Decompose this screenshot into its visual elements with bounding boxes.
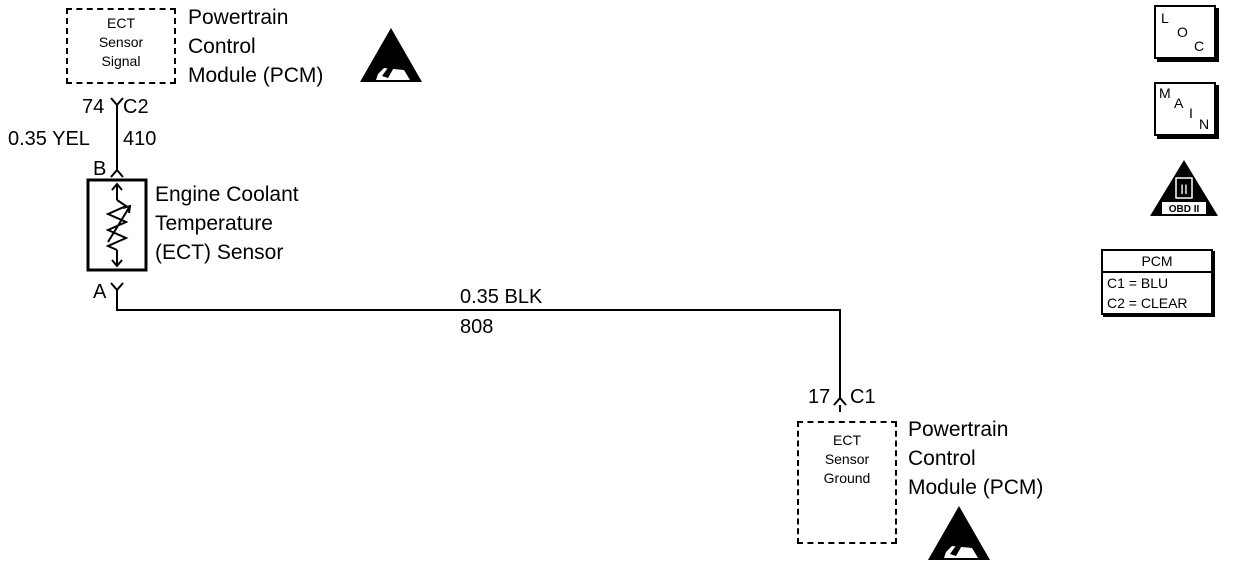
pcm-bottom-name-line-1: Powertrain <box>908 418 1009 441</box>
pcm-bottom-box-line-3: Ground <box>823 470 871 486</box>
pcm-top-connector: C2 <box>123 96 149 118</box>
loc-letter-o: O <box>1177 24 1188 40</box>
obd-ii-numeral: II <box>1180 181 1188 197</box>
wire-808 <box>116 290 841 398</box>
ect-sensor-name: Engine Coolant Temperature (ECT) Sensor <box>155 180 299 267</box>
pcm-top-name-line-1: Powertrain <box>188 6 289 29</box>
terminal-a-symbol <box>110 282 124 292</box>
main-letter-a: A <box>1174 95 1184 111</box>
pcm-table-row: C1 = BLU <box>1107 275 1169 291</box>
wire-808-circuit: 808 <box>460 316 494 338</box>
connector-c1-symbol <box>833 396 847 406</box>
obd-ii-icon: II OBD II <box>1150 160 1218 216</box>
pcm-bottom-box-line-1: ECT <box>833 432 861 448</box>
pcm-top-box-label: ECT Sensor Signal <box>66 14 176 71</box>
pcm-top-box-line-3: Signal <box>101 53 141 69</box>
obd-ii-label: OBD II <box>1169 204 1200 215</box>
main-letter-m: M <box>1159 85 1171 101</box>
wire-410-color: 0.35 YEL <box>8 128 90 150</box>
pcm-bottom-connector: C1 <box>850 386 876 408</box>
esd-warning-icon <box>928 506 990 560</box>
main-letter-n: N <box>1199 116 1210 132</box>
location-icon: L O C <box>1154 5 1216 59</box>
pcm-bottom-name: Powertrain Control Module (PCM) <box>908 415 1043 502</box>
pcm-connector-table: PCM C1 = BLU C2 = CLEAR <box>1101 249 1213 315</box>
connector-c2-symbol <box>110 97 124 107</box>
pcm-top-box <box>66 8 176 84</box>
pcm-top-name-line-3: Module (PCM) <box>188 64 324 87</box>
esd-warning-icon <box>360 28 422 82</box>
terminal-a-label: A <box>93 281 107 303</box>
pcm-table-row: C2 = CLEAR <box>1107 295 1188 311</box>
ect-sensor-name-line-3: (ECT) Sensor <box>155 241 284 264</box>
pcm-bottom-name-line-2: Control <box>908 447 976 470</box>
pcm-bottom-name-line-3: Module (PCM) <box>908 476 1044 499</box>
loc-letter-l: L <box>1161 10 1169 26</box>
pcm-table-title: PCM <box>1103 251 1211 273</box>
pcm-top-box-line-2: Sensor <box>98 34 144 50</box>
terminal-b-label: B <box>93 158 107 180</box>
pcm-bottom-pin: 17 <box>808 386 831 408</box>
pcm-bottom-box <box>797 421 897 544</box>
pcm-top-box-line-1: ECT <box>107 15 135 31</box>
wire-410-circuit: 410 <box>123 128 157 150</box>
pcm-bottom-box-line-2: Sensor <box>824 451 870 467</box>
pcm-top-name: Powertrain Control Module (PCM) <box>188 3 323 90</box>
ect-sensor-name-line-2: Temperature <box>155 212 273 235</box>
loc-letter-c: C <box>1194 38 1205 54</box>
ect-sensor-name-line-1: Engine Coolant <box>155 183 299 206</box>
main-letter-i: I <box>1189 105 1193 121</box>
thermistor-icon <box>86 178 148 272</box>
main-icon: M A I N <box>1154 82 1216 136</box>
terminal-b-symbol <box>110 168 124 178</box>
wire-808-color: 0.35 BLK <box>460 286 543 308</box>
pcm-top-pin: 74 <box>82 96 105 118</box>
pcm-bottom-box-label: ECT Sensor Ground <box>797 431 897 488</box>
pcm-top-name-line-2: Control <box>188 35 256 58</box>
